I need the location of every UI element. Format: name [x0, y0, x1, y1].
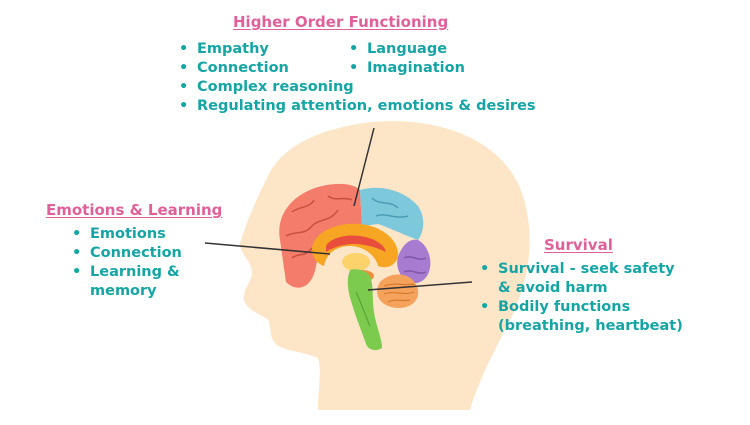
- higher-order-list-wide: Complex reasoning Regulating attention, …: [177, 78, 536, 116]
- bullet-language: Language: [347, 40, 465, 59]
- leader-line-emotions: [204, 242, 331, 255]
- bullet-imagination: Imagination: [347, 59, 465, 78]
- higher-order-list-col1: Empathy Connection: [177, 40, 289, 78]
- parietal-gyri: [371, 197, 409, 218]
- bullet-empathy: Empathy: [177, 40, 289, 59]
- bullet-bodily-functions: Bodily functions (breathing, heartbeat): [478, 298, 683, 336]
- brainstem: [347, 269, 382, 351]
- leader-line-higher-order: [353, 127, 375, 207]
- bullet-survival: Survival - seek safety & avoid harm: [478, 260, 683, 298]
- bullet-regulating: Regulating attention, emotions & desires: [177, 97, 536, 116]
- higher-order-list-col2: Language Imagination: [347, 40, 465, 78]
- higher-order-heading: Higher Order Functioning: [233, 13, 449, 31]
- leader-line-survival: [367, 281, 473, 291]
- bullet-connection: Connection: [177, 59, 289, 78]
- corpus-callosum: [326, 235, 386, 252]
- bullet-learning-memory: Learning & memory: [70, 263, 182, 301]
- cerebellum-folds: [383, 283, 415, 303]
- frontal-gyri: [285, 195, 353, 259]
- survival-list: Survival - seek safety & avoid harm Bodi…: [478, 260, 683, 336]
- limbic-system: [312, 223, 398, 268]
- emotions-heading: Emotions & Learning: [46, 201, 223, 219]
- survival-heading: Survival: [544, 236, 613, 254]
- emotions-list: Emotions Connection Learning & memory: [70, 225, 182, 301]
- bullet-complex-reasoning: Complex reasoning: [177, 78, 536, 97]
- cerebellum: [377, 274, 419, 309]
- thalamus: [342, 253, 370, 271]
- bullet-connection-emotions: Connection: [70, 244, 182, 263]
- occipital-gyri: [403, 256, 427, 274]
- brainstem-line: [355, 291, 371, 327]
- bullet-emotions: Emotions: [70, 225, 182, 244]
